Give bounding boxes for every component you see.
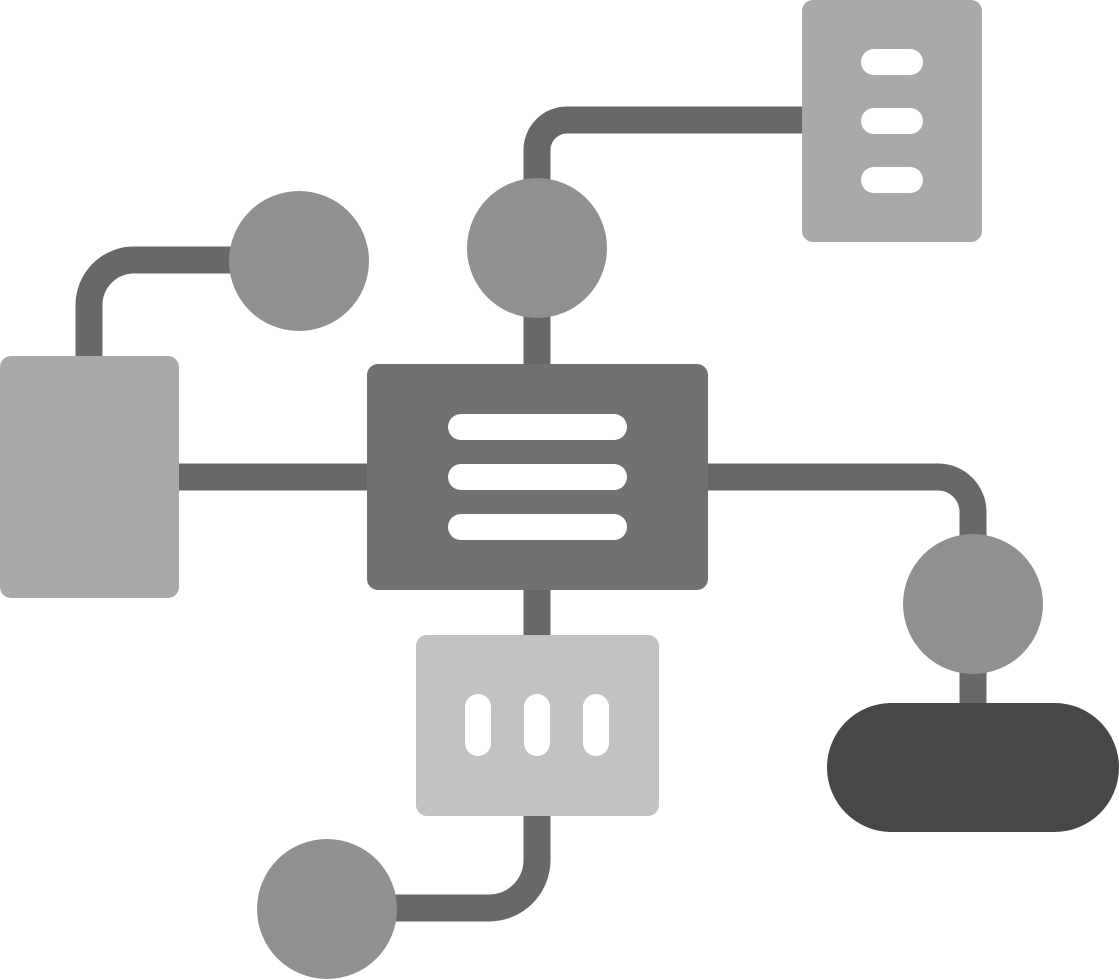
node-circle-top-center <box>467 178 607 318</box>
connector-right <box>707 463 987 536</box>
connector-top-left <box>75 246 232 358</box>
document-lines-top-right <box>861 49 923 193</box>
block-left <box>0 356 179 598</box>
connector-bottom-left <box>395 814 551 922</box>
block-bottom-center-bars <box>465 694 609 756</box>
connector-lines <box>75 106 987 922</box>
node-circle-bottom-left <box>257 839 397 979</box>
connector-top-right <box>523 106 806 180</box>
terminal-pill <box>827 703 1119 832</box>
node-circle-right <box>903 534 1043 674</box>
node-circle-top-left <box>229 191 369 331</box>
central-block-lines <box>448 414 627 540</box>
